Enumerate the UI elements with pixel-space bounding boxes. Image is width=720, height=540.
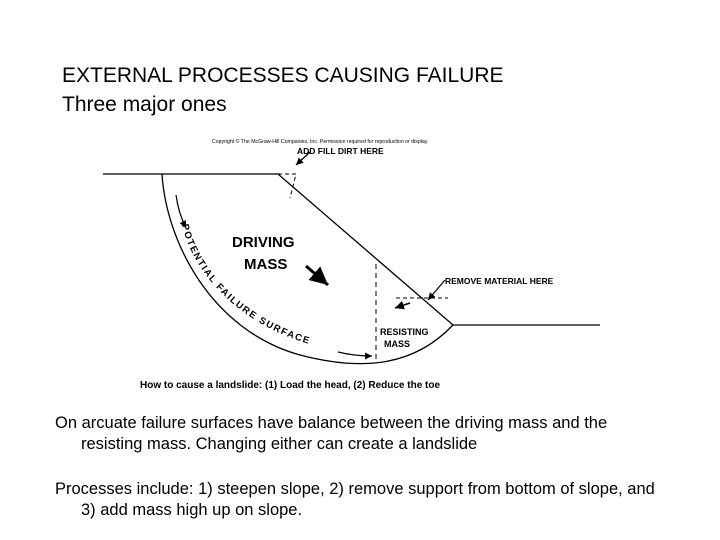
remove-material-label: REMOVE MATERIAL HERE	[445, 276, 554, 286]
add-fill-label: ADD FILL DIRT HERE	[297, 146, 384, 156]
diagram-caption: How to cause a landslide: (1) Load the h…	[140, 380, 440, 391]
slide-title: EXTERNAL PROCESSES CAUSING FAILURE	[62, 64, 504, 87]
surface-arrow-lower	[337, 351, 373, 360]
remove-material-arrow	[427, 279, 446, 301]
landslide-diagram: Copyright © The McGraw-Hill Companies, I…	[103, 138, 600, 391]
driving-mass-label-1: DRIVING	[232, 234, 295, 251]
copyright-note: Copyright © The McGraw-Hill Companies, I…	[212, 138, 428, 145]
slide-subtitle: Three major ones	[62, 93, 227, 116]
resisting-arrow	[394, 300, 411, 310]
driving-mass-arrow	[305, 264, 329, 287]
resisting-mass-label-2: MASS	[384, 339, 410, 349]
body-paragraph-1: On arcuate failure surfaces have balance…	[55, 414, 608, 453]
resisting-mass-label-1: RESISTING	[380, 327, 429, 337]
ground-surface-line	[103, 173, 600, 326]
add-fill-arrow	[295, 151, 311, 166]
failure-surface-arc	[161, 173, 454, 365]
surface-arrow-upper	[175, 194, 187, 229]
driving-mass-label-2: MASS	[244, 256, 287, 273]
fill-dirt-wedge	[278, 173, 297, 199]
body-paragraph-2: Processes include: 1) steepen slope, 2) …	[55, 480, 655, 519]
